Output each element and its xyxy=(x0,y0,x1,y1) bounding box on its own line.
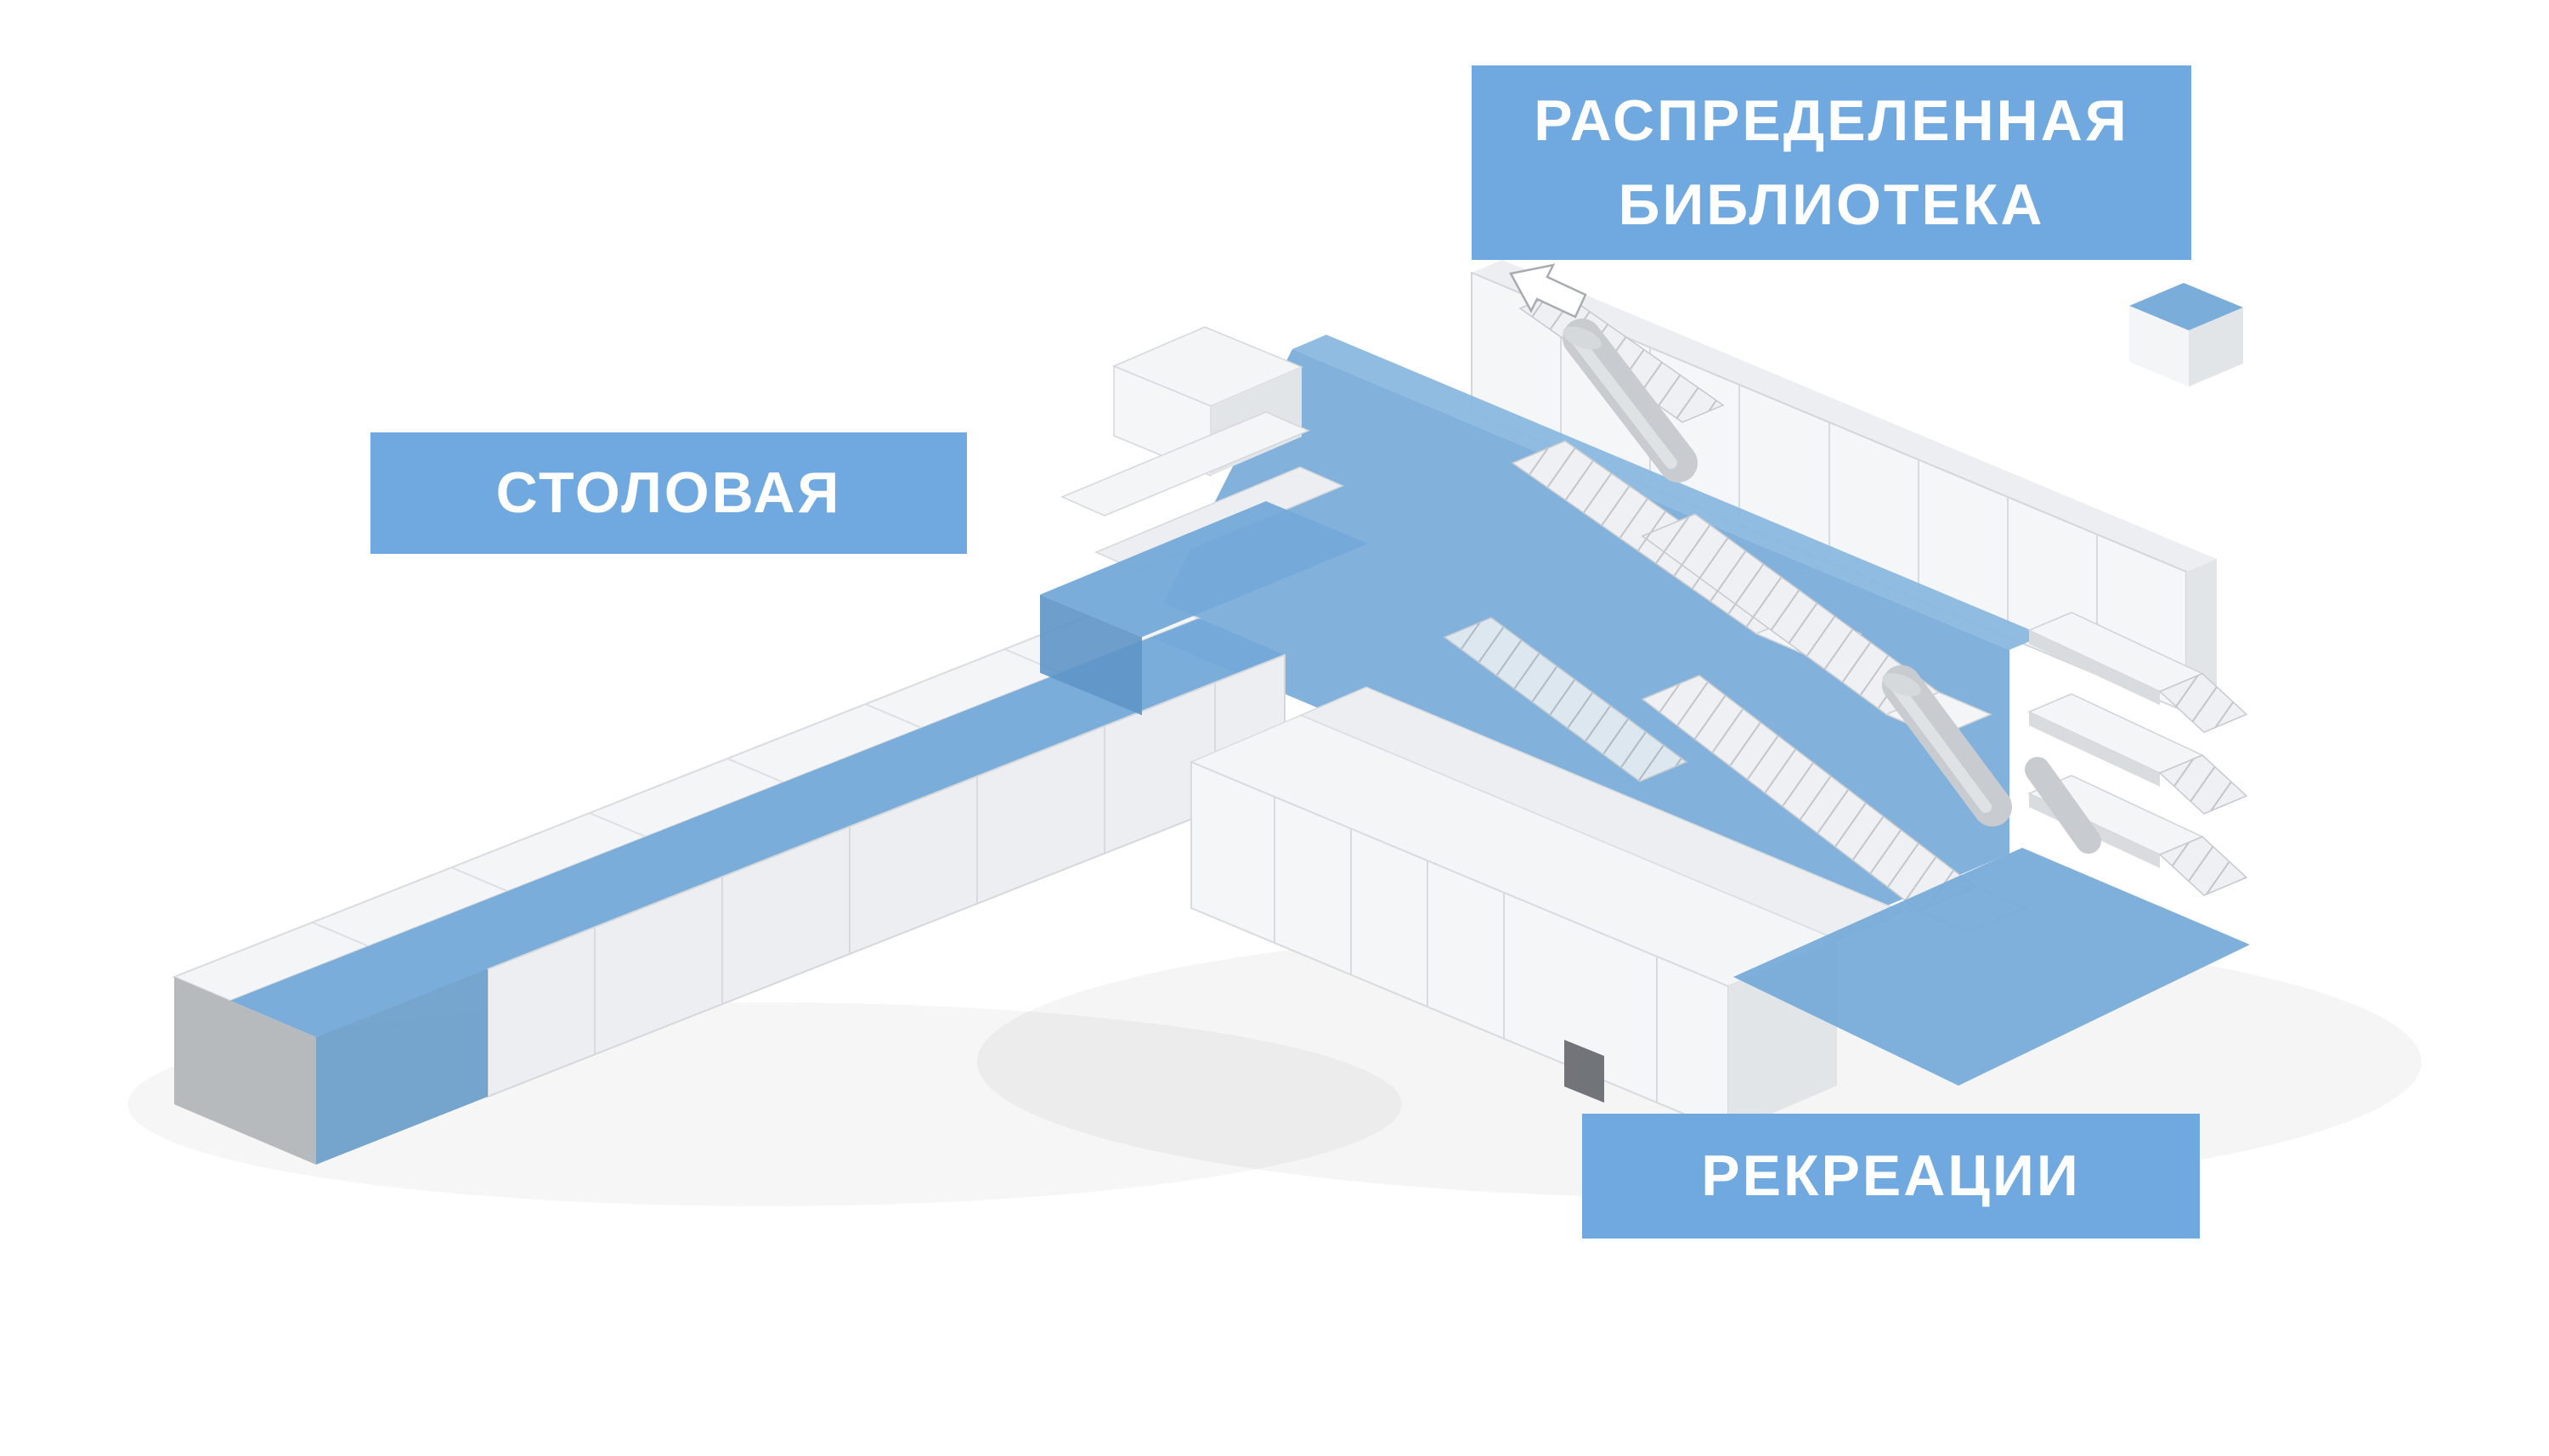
direction-arrow-icon xyxy=(1509,263,1587,319)
doorway xyxy=(1564,1040,1604,1103)
corner-block-left xyxy=(2129,306,2189,387)
floor-slab-edge xyxy=(2029,630,2160,705)
stair-flight xyxy=(1443,617,1688,782)
label-cafeteria-text: СТОЛОВАЯ xyxy=(495,460,842,526)
front-volumes xyxy=(1190,686,1904,1134)
atrium-top-strip xyxy=(1292,335,2043,650)
label-library-line1: РАСПРЕДЕЛЕННАЯ xyxy=(1534,87,2129,153)
column-highlight xyxy=(1889,679,1992,813)
column xyxy=(2025,757,2101,854)
bridge-top xyxy=(1040,501,1368,637)
library-top-face xyxy=(1472,260,2217,572)
recreation-floor xyxy=(1733,848,2250,1086)
stair-flight xyxy=(2158,673,2248,733)
column-highlight xyxy=(1569,332,1677,469)
junction xyxy=(1060,326,1344,572)
columns xyxy=(1563,319,1698,483)
junction-bridge xyxy=(1040,501,1368,715)
bridge-front xyxy=(1040,595,1142,715)
cafeteria-wing xyxy=(172,593,1286,1165)
stair-flight xyxy=(2158,754,2248,815)
columns-lower xyxy=(1882,665,2101,854)
floor-slab-edge xyxy=(2029,712,2160,787)
wing-end-cap xyxy=(174,977,316,1165)
column-cap xyxy=(1882,673,1921,697)
stair-flight xyxy=(2158,836,2248,896)
terrace-slab xyxy=(1060,411,1310,516)
label-library-line2: БИБЛИОТЕКА xyxy=(1618,172,2045,237)
corner-block-right xyxy=(2189,308,2243,387)
wing-front-blue xyxy=(316,969,488,1165)
corner-block-top xyxy=(2129,283,2243,330)
label-recreation: РЕКРЕАЦИИ xyxy=(1582,1114,2200,1239)
atrium-staircases xyxy=(1443,440,1992,782)
right-corner-block xyxy=(2129,283,2243,387)
label-library: РАСПРЕДЕЛЕННАЯ БИБЛИОТЕКА xyxy=(1472,65,2191,260)
column-cap xyxy=(1563,326,1602,350)
label-cafeteria: СТОЛОВАЯ xyxy=(370,432,967,554)
wing-top-blue xyxy=(230,618,1285,1037)
label-recreation-text: РЕКРЕАЦИИ xyxy=(1701,1143,2081,1209)
